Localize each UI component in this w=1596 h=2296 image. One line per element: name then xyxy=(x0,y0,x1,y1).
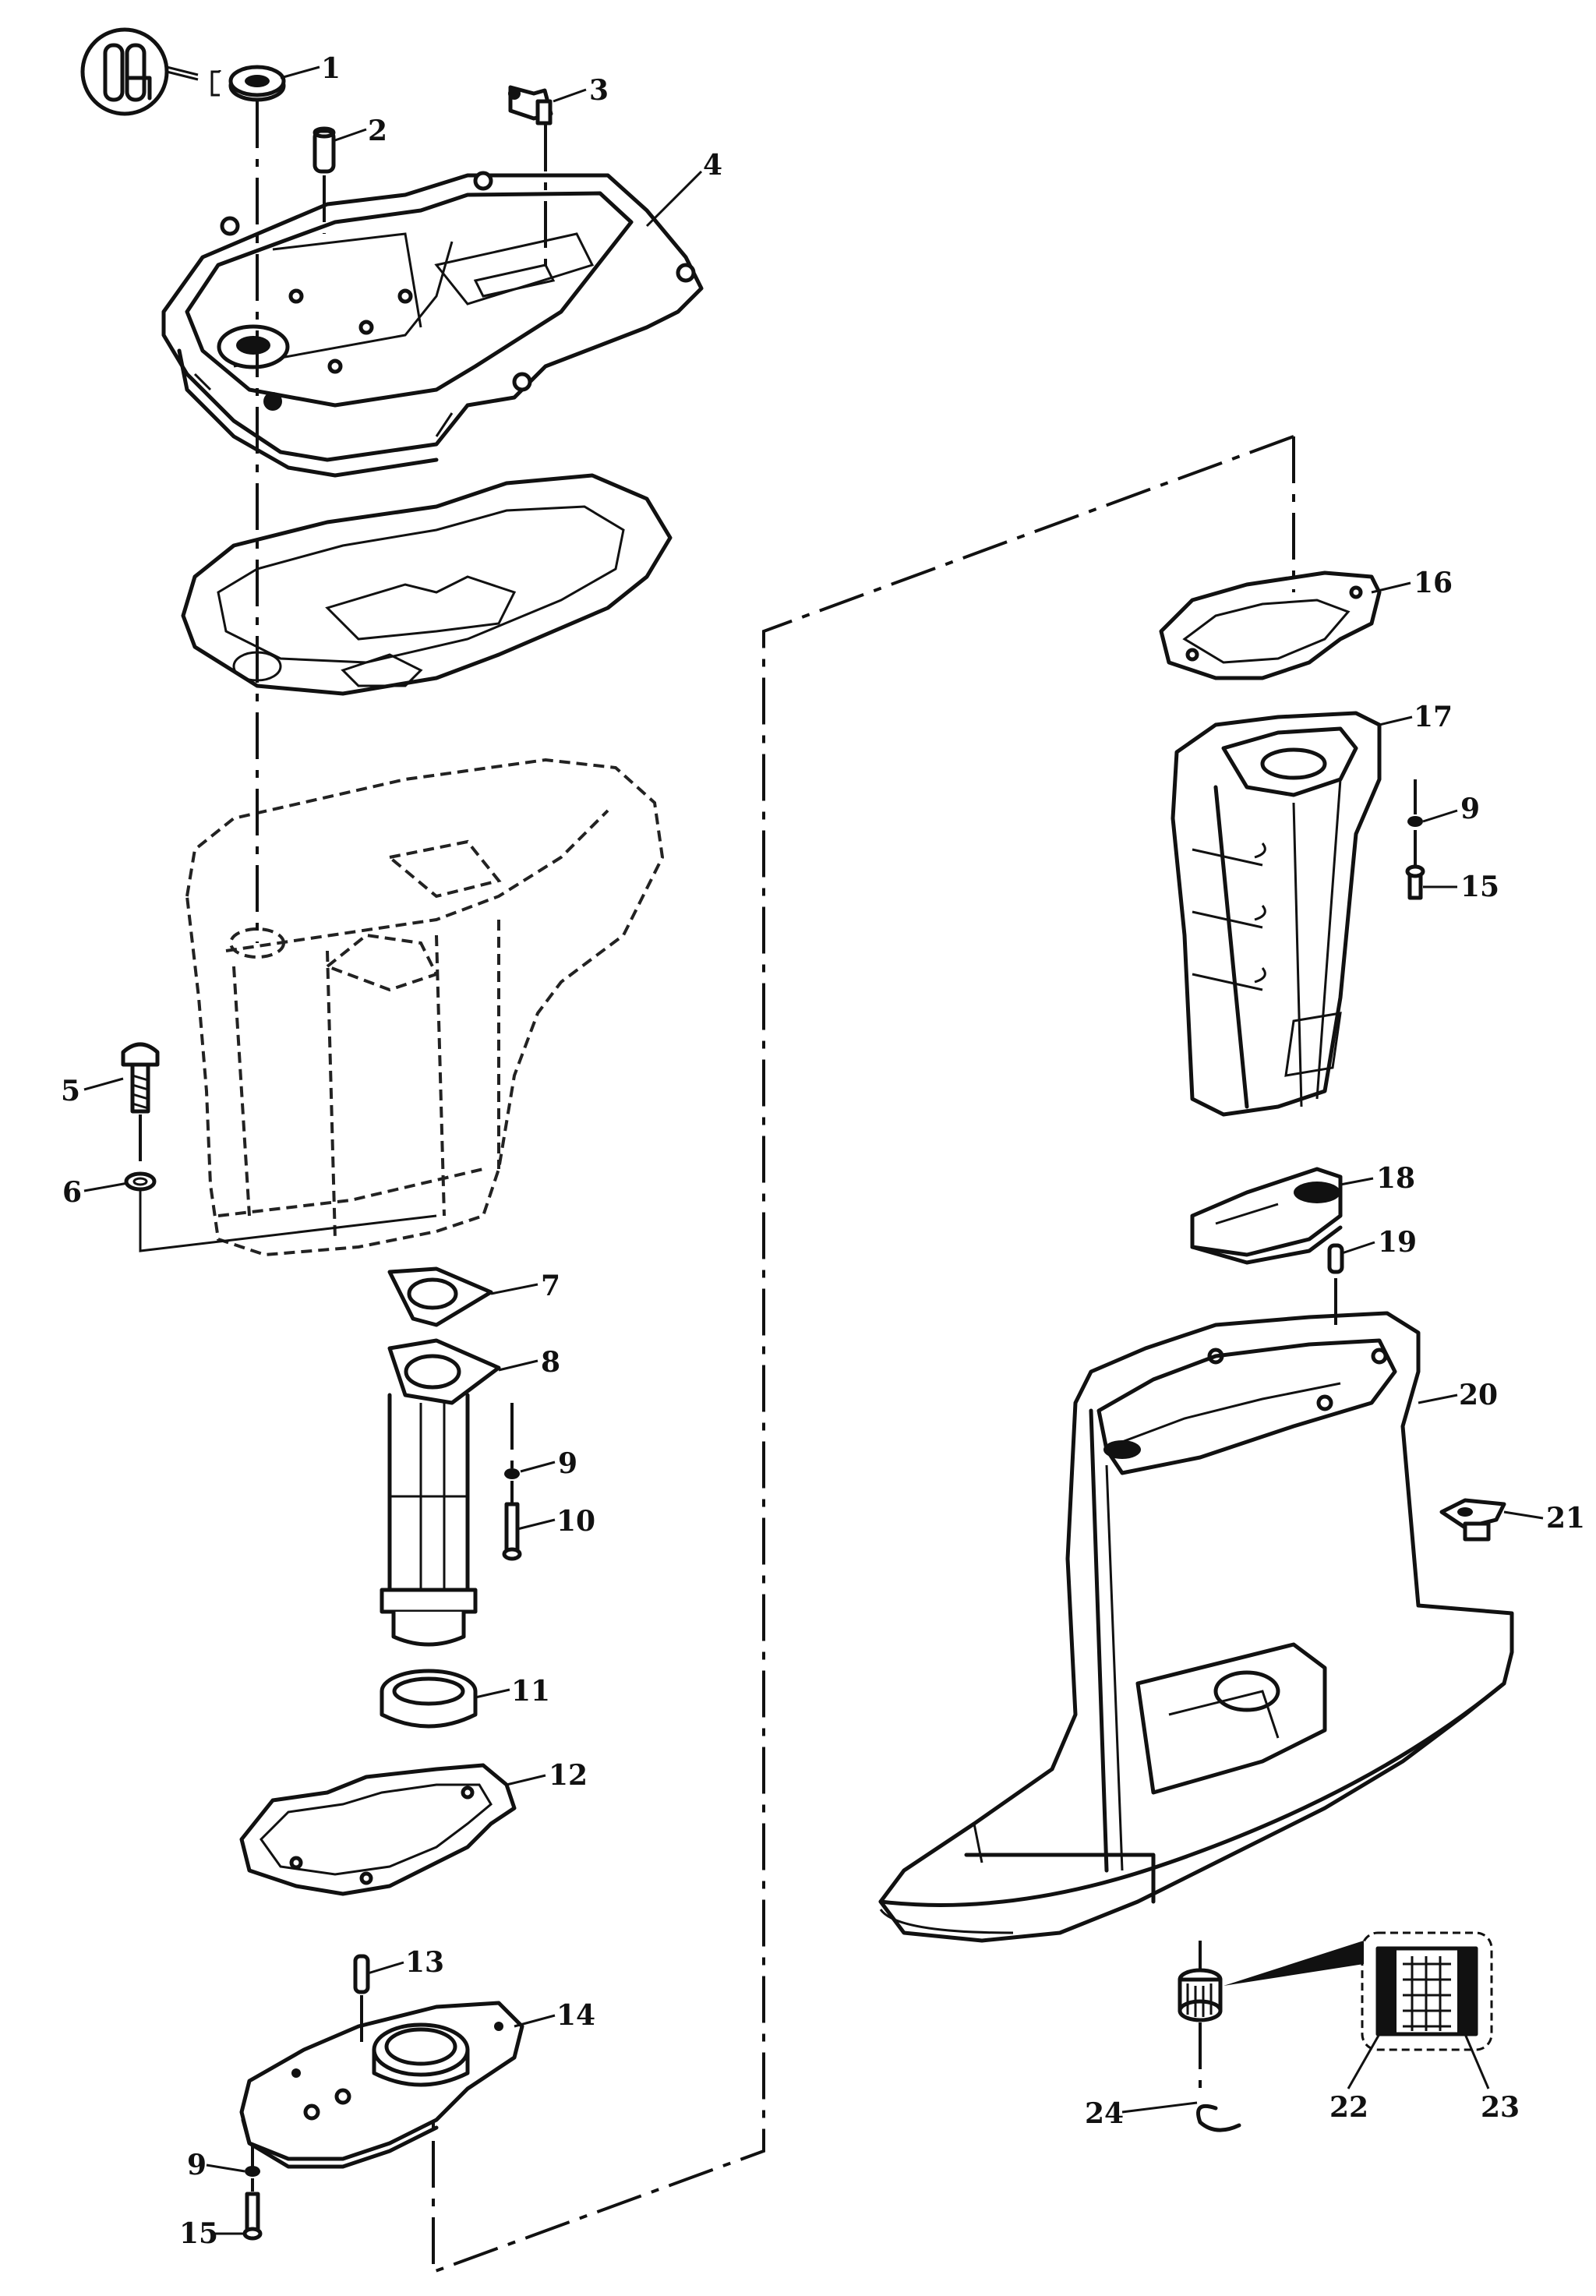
bearing-detail-inset xyxy=(1223,1931,1493,2051)
part-9-washer-c xyxy=(1407,816,1423,827)
part-4-upper-casing xyxy=(161,171,704,478)
callout-7: 7 xyxy=(541,1270,560,1302)
part-1-oil-seal xyxy=(228,65,286,102)
callout-12: 12 xyxy=(549,1759,588,1792)
part-5-bolt xyxy=(121,1042,160,1114)
grease-symbol-icon xyxy=(80,27,221,116)
callout-5: 5 xyxy=(61,1075,80,1107)
part-22-23-bearing xyxy=(1178,1968,1223,2022)
part-15-bolt-a xyxy=(242,2192,263,2241)
callout-24: 24 xyxy=(1085,2097,1124,2130)
callout-2: 2 xyxy=(368,115,387,147)
part-8-exhaust-tube xyxy=(380,1338,501,1647)
callout-17: 17 xyxy=(1414,701,1453,733)
callout-23: 23 xyxy=(1481,2091,1520,2124)
part-12-gasket xyxy=(239,1763,517,1896)
part-13-dowel-pin xyxy=(353,1954,370,1994)
callout-leaders xyxy=(83,65,1544,2235)
callout-16: 16 xyxy=(1414,567,1453,599)
part-21-clip xyxy=(1439,1498,1506,1542)
part-20-driveshaft-housing xyxy=(878,1311,1514,1943)
callout-18: 18 xyxy=(1376,1162,1415,1195)
part-24-circlip xyxy=(1196,2103,1241,2132)
callout-9-b: 9 xyxy=(187,2149,207,2181)
part-2-dowel-pin xyxy=(312,126,336,174)
assembly-centerlines xyxy=(139,101,1417,2274)
part-9-washer-b xyxy=(245,2166,260,2177)
part-7-gasket xyxy=(387,1266,493,1327)
callout-9-a: 9 xyxy=(558,1447,577,1480)
callout-3: 3 xyxy=(589,74,609,107)
callout-15-b: 15 xyxy=(1460,871,1499,903)
callout-9-c: 9 xyxy=(1460,793,1480,825)
part-10-bolt xyxy=(502,1502,522,1561)
part-3-fitting xyxy=(508,85,553,125)
callout-labels: 1 2 3 4 5 6 7 8 9 10 11 12 13 14 9 15 16… xyxy=(61,52,1585,2250)
callout-4: 4 xyxy=(703,149,722,182)
part-6-washer xyxy=(124,1171,157,1192)
callout-22: 22 xyxy=(1329,2091,1368,2124)
callout-11: 11 xyxy=(511,1675,550,1708)
part-16-gasket xyxy=(1159,570,1382,680)
callout-15-a: 15 xyxy=(179,2217,218,2250)
oil-pan-reference-outline xyxy=(185,758,665,1257)
part-18-seal xyxy=(1190,1167,1343,1265)
part-11-seal-ring xyxy=(380,1669,478,1729)
part-17-exhaust-manifold xyxy=(1171,711,1382,1117)
part-15-bolt-b xyxy=(1405,864,1425,900)
callout-19: 19 xyxy=(1378,1226,1417,1259)
callout-8: 8 xyxy=(541,1346,560,1379)
callout-14: 14 xyxy=(556,1999,595,2032)
callout-1: 1 xyxy=(321,52,341,85)
callout-20: 20 xyxy=(1459,1379,1498,1411)
callout-10: 10 xyxy=(556,1505,595,1538)
callout-6: 6 xyxy=(62,1176,82,1209)
callout-13: 13 xyxy=(405,1946,444,1979)
part-14-plate xyxy=(239,2001,524,2169)
part-9-washer-a xyxy=(504,1468,520,1479)
part-19-dowel-pin xyxy=(1327,1243,1344,1274)
callout-21: 21 xyxy=(1546,1502,1585,1535)
